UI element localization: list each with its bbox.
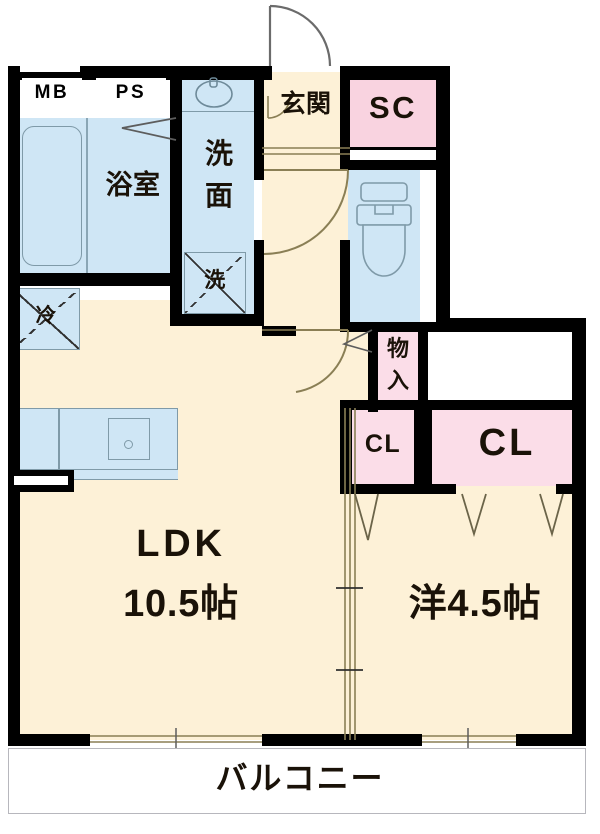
wall-right-lower [572, 318, 586, 742]
storage-label-sc: SC [368, 90, 418, 125]
kitchen-faucet-icon [124, 440, 133, 449]
room-label-balcony: バルコニー [215, 760, 385, 796]
wall-kitchen-notch-slot [14, 476, 68, 485]
wall-bottom-mid-seg [262, 734, 422, 746]
wall-right-upper [436, 66, 450, 331]
room-label-ldk-name: LDK [136, 523, 226, 565]
kitchen-sink-icon [108, 418, 150, 460]
wall-bath-partition-tub [86, 118, 88, 273]
fixture-label-washer: 洗 [204, 269, 226, 292]
kitchen-counter-icon [18, 408, 178, 470]
wall-mono-right [418, 330, 428, 412]
wall-washroom-right-upper [254, 72, 264, 180]
fixture-label-fridge: 冷 [35, 305, 57, 327]
pipe-shaft-label: PS [115, 82, 147, 103]
storage-label-cl-small: CL [364, 430, 402, 458]
storage-label-mono-line2: 入 [386, 368, 409, 393]
wall-bath-bottom [8, 273, 182, 286]
wall-bottom-left-seg [8, 734, 90, 746]
storage-label-cl-large: CL [478, 422, 536, 464]
wall-hall-right-lower [340, 240, 350, 330]
meter-box-label: MB [34, 82, 70, 103]
room-label-ldk-area: 10.5帖 [123, 583, 239, 625]
wall-closet-small-bottom [340, 484, 432, 494]
wall-closet-large-bottom-r [556, 484, 586, 494]
storage-sc-fill [350, 75, 436, 147]
wall-washroom-bottom [170, 314, 264, 326]
wall-toilet-bottom [340, 322, 450, 332]
room-label-bedroom-area: 洋4.5帖 [408, 583, 542, 625]
room-label-entrance: 玄関 [280, 90, 332, 118]
wall-closet-large-bottom-l [432, 484, 456, 494]
room-toilet-fill [348, 170, 420, 325]
wall-closet-divider [414, 400, 432, 494]
kitchen-front-edge-icon [18, 470, 178, 480]
room-label-washroom-line2: 面 [204, 180, 233, 211]
storage-label-mono-line1: 物 [386, 336, 409, 361]
wall-right-step [436, 318, 586, 332]
kitchen-divider-icon [58, 408, 60, 470]
wall-hall-bottom [262, 326, 296, 336]
storage-cl-small-fill [352, 408, 414, 486]
room-label-washroom-line1: 洗 [204, 138, 233, 169]
wall-mono-left [368, 330, 378, 412]
balcony-area [8, 748, 586, 814]
entrance-door-swing-icon [268, 4, 332, 67]
room-hall-fill [262, 170, 350, 330]
gap-strip-sc-toilet [350, 150, 436, 158]
wall-toilet-top [340, 160, 450, 170]
vent-strip-top-left [20, 66, 80, 72]
wall-top-right [340, 66, 450, 80]
wall-closet-top-band [340, 400, 586, 410]
room-ldk-fill [18, 300, 348, 740]
storage-cl-large-fill [432, 408, 582, 486]
wall-washroom-right-lower [254, 240, 264, 324]
wall-left-outer [8, 66, 20, 742]
storage-mono-fill [378, 330, 418, 412]
pipe-shaft-tag: PS [96, 78, 166, 108]
bathtub-icon [22, 126, 82, 266]
wall-hall-right-upper [340, 66, 350, 170]
wall-closet-left [340, 400, 352, 494]
meter-box-tag: MB [22, 78, 82, 108]
wall-bottom-right-seg [516, 734, 586, 746]
room-entrance-fill [262, 72, 350, 172]
room-label-bath: 浴室 [105, 170, 161, 200]
